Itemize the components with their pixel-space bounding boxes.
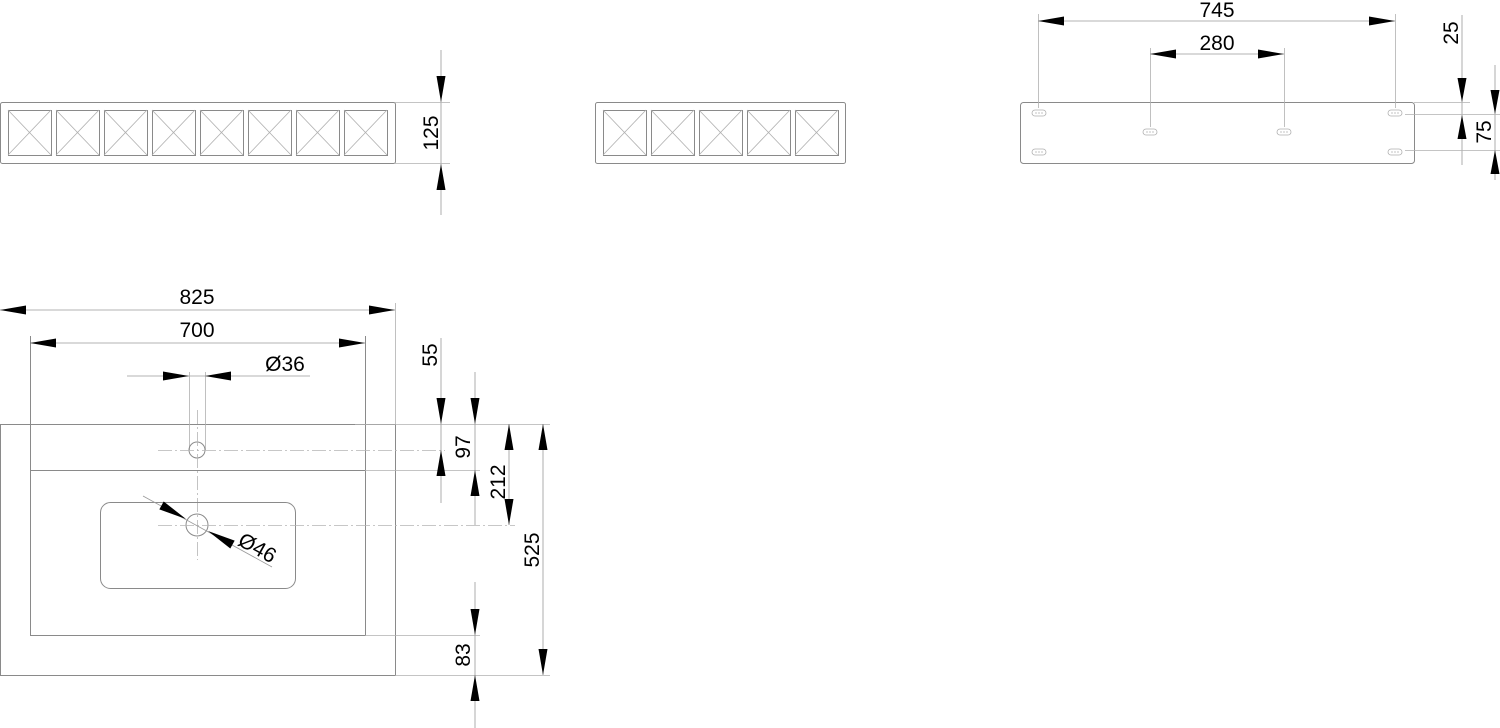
drawer-cell — [295, 109, 340, 156]
drawer-cell — [199, 109, 244, 156]
dimension-arrows — [0, 16, 1500, 701]
mounting-hole — [1031, 109, 1047, 117]
arrowhead — [470, 675, 480, 701]
tap-offset-label: 97 — [452, 435, 475, 458]
inner-width-label: 280 — [1199, 32, 1234, 55]
arrowhead — [339, 338, 365, 348]
back-view-outline — [1020, 102, 1415, 164]
tap-hole-label: Ø36 — [265, 353, 305, 376]
back-edge-label: 55 — [419, 343, 442, 366]
front-view-outline — [595, 102, 846, 164]
arrowhead — [1490, 150, 1500, 174]
arrowhead — [1369, 16, 1395, 26]
arrowhead — [504, 424, 514, 450]
arrowhead — [1457, 78, 1467, 102]
mounting-holes — [1031, 109, 1403, 156]
arrowhead — [208, 531, 235, 549]
drawer-cell — [746, 109, 791, 156]
arrowhead — [1490, 90, 1500, 114]
front-view-outline — [0, 102, 396, 164]
drawer-cells — [602, 109, 839, 156]
arrowhead — [504, 499, 514, 525]
width-label: 745 — [1199, 0, 1234, 22]
arrowhead — [1038, 16, 1064, 26]
drawer-cell — [7, 109, 52, 156]
basin-outline — [30, 336, 366, 636]
drawer-cells — [7, 109, 388, 156]
basin-bowl — [100, 502, 296, 589]
drawer-cell — [794, 109, 839, 156]
hole-spacing-label: 75 — [1473, 120, 1496, 143]
front-view-wide: 125 — [0, 50, 450, 215]
arrowhead — [163, 371, 189, 381]
arrowhead — [205, 371, 231, 381]
arrowhead — [470, 609, 480, 635]
back-view: 745 280 25 75 — [1020, 0, 1500, 180]
drawer-cell — [343, 109, 388, 156]
arrowhead — [1457, 115, 1467, 139]
mounting-hole — [1142, 128, 1158, 136]
arrowhead — [436, 164, 446, 190]
arrowhead — [1150, 49, 1176, 59]
mounting-hole — [1387, 148, 1403, 156]
drawer-cell — [650, 109, 695, 156]
arrowhead — [538, 424, 548, 450]
arrowhead — [470, 398, 480, 424]
drain-hole — [185, 513, 209, 537]
drawer-cell — [698, 109, 743, 156]
drawer-cell — [55, 109, 100, 156]
top-offset-label: 25 — [1440, 21, 1463, 44]
drain-offset-label: 212 — [487, 464, 510, 499]
arrowhead — [436, 450, 446, 476]
drain-label: Ø46 — [234, 529, 280, 568]
depth-label: 525 — [521, 532, 544, 567]
arrowhead — [538, 649, 548, 675]
arrowhead — [436, 398, 446, 424]
arrowhead — [470, 470, 480, 496]
mounting-hole — [1276, 128, 1292, 136]
countertop-outline — [0, 424, 396, 676]
arrowhead — [1258, 49, 1284, 59]
arrowhead — [0, 305, 26, 315]
arrowhead — [30, 338, 56, 348]
arrowhead — [159, 501, 186, 519]
arrowhead — [369, 305, 395, 315]
drawer-cell — [247, 109, 292, 156]
tap-hole — [188, 441, 206, 459]
mounting-hole — [1031, 148, 1047, 156]
mounting-hole — [1387, 109, 1403, 117]
drawer-cell — [151, 109, 196, 156]
top-view: 825 700 Ø36 Ø46 55 97 212 525 83 — [0, 286, 550, 728]
height-label: 125 — [420, 115, 443, 150]
front-edge-label: 83 — [452, 643, 475, 666]
inner-width-label: 700 — [179, 319, 214, 342]
arrowhead — [436, 76, 446, 102]
drawer-cell — [103, 109, 148, 156]
drawer-cell — [602, 109, 647, 156]
overall-width-label: 825 — [179, 286, 214, 309]
front-view-narrow — [595, 102, 846, 164]
